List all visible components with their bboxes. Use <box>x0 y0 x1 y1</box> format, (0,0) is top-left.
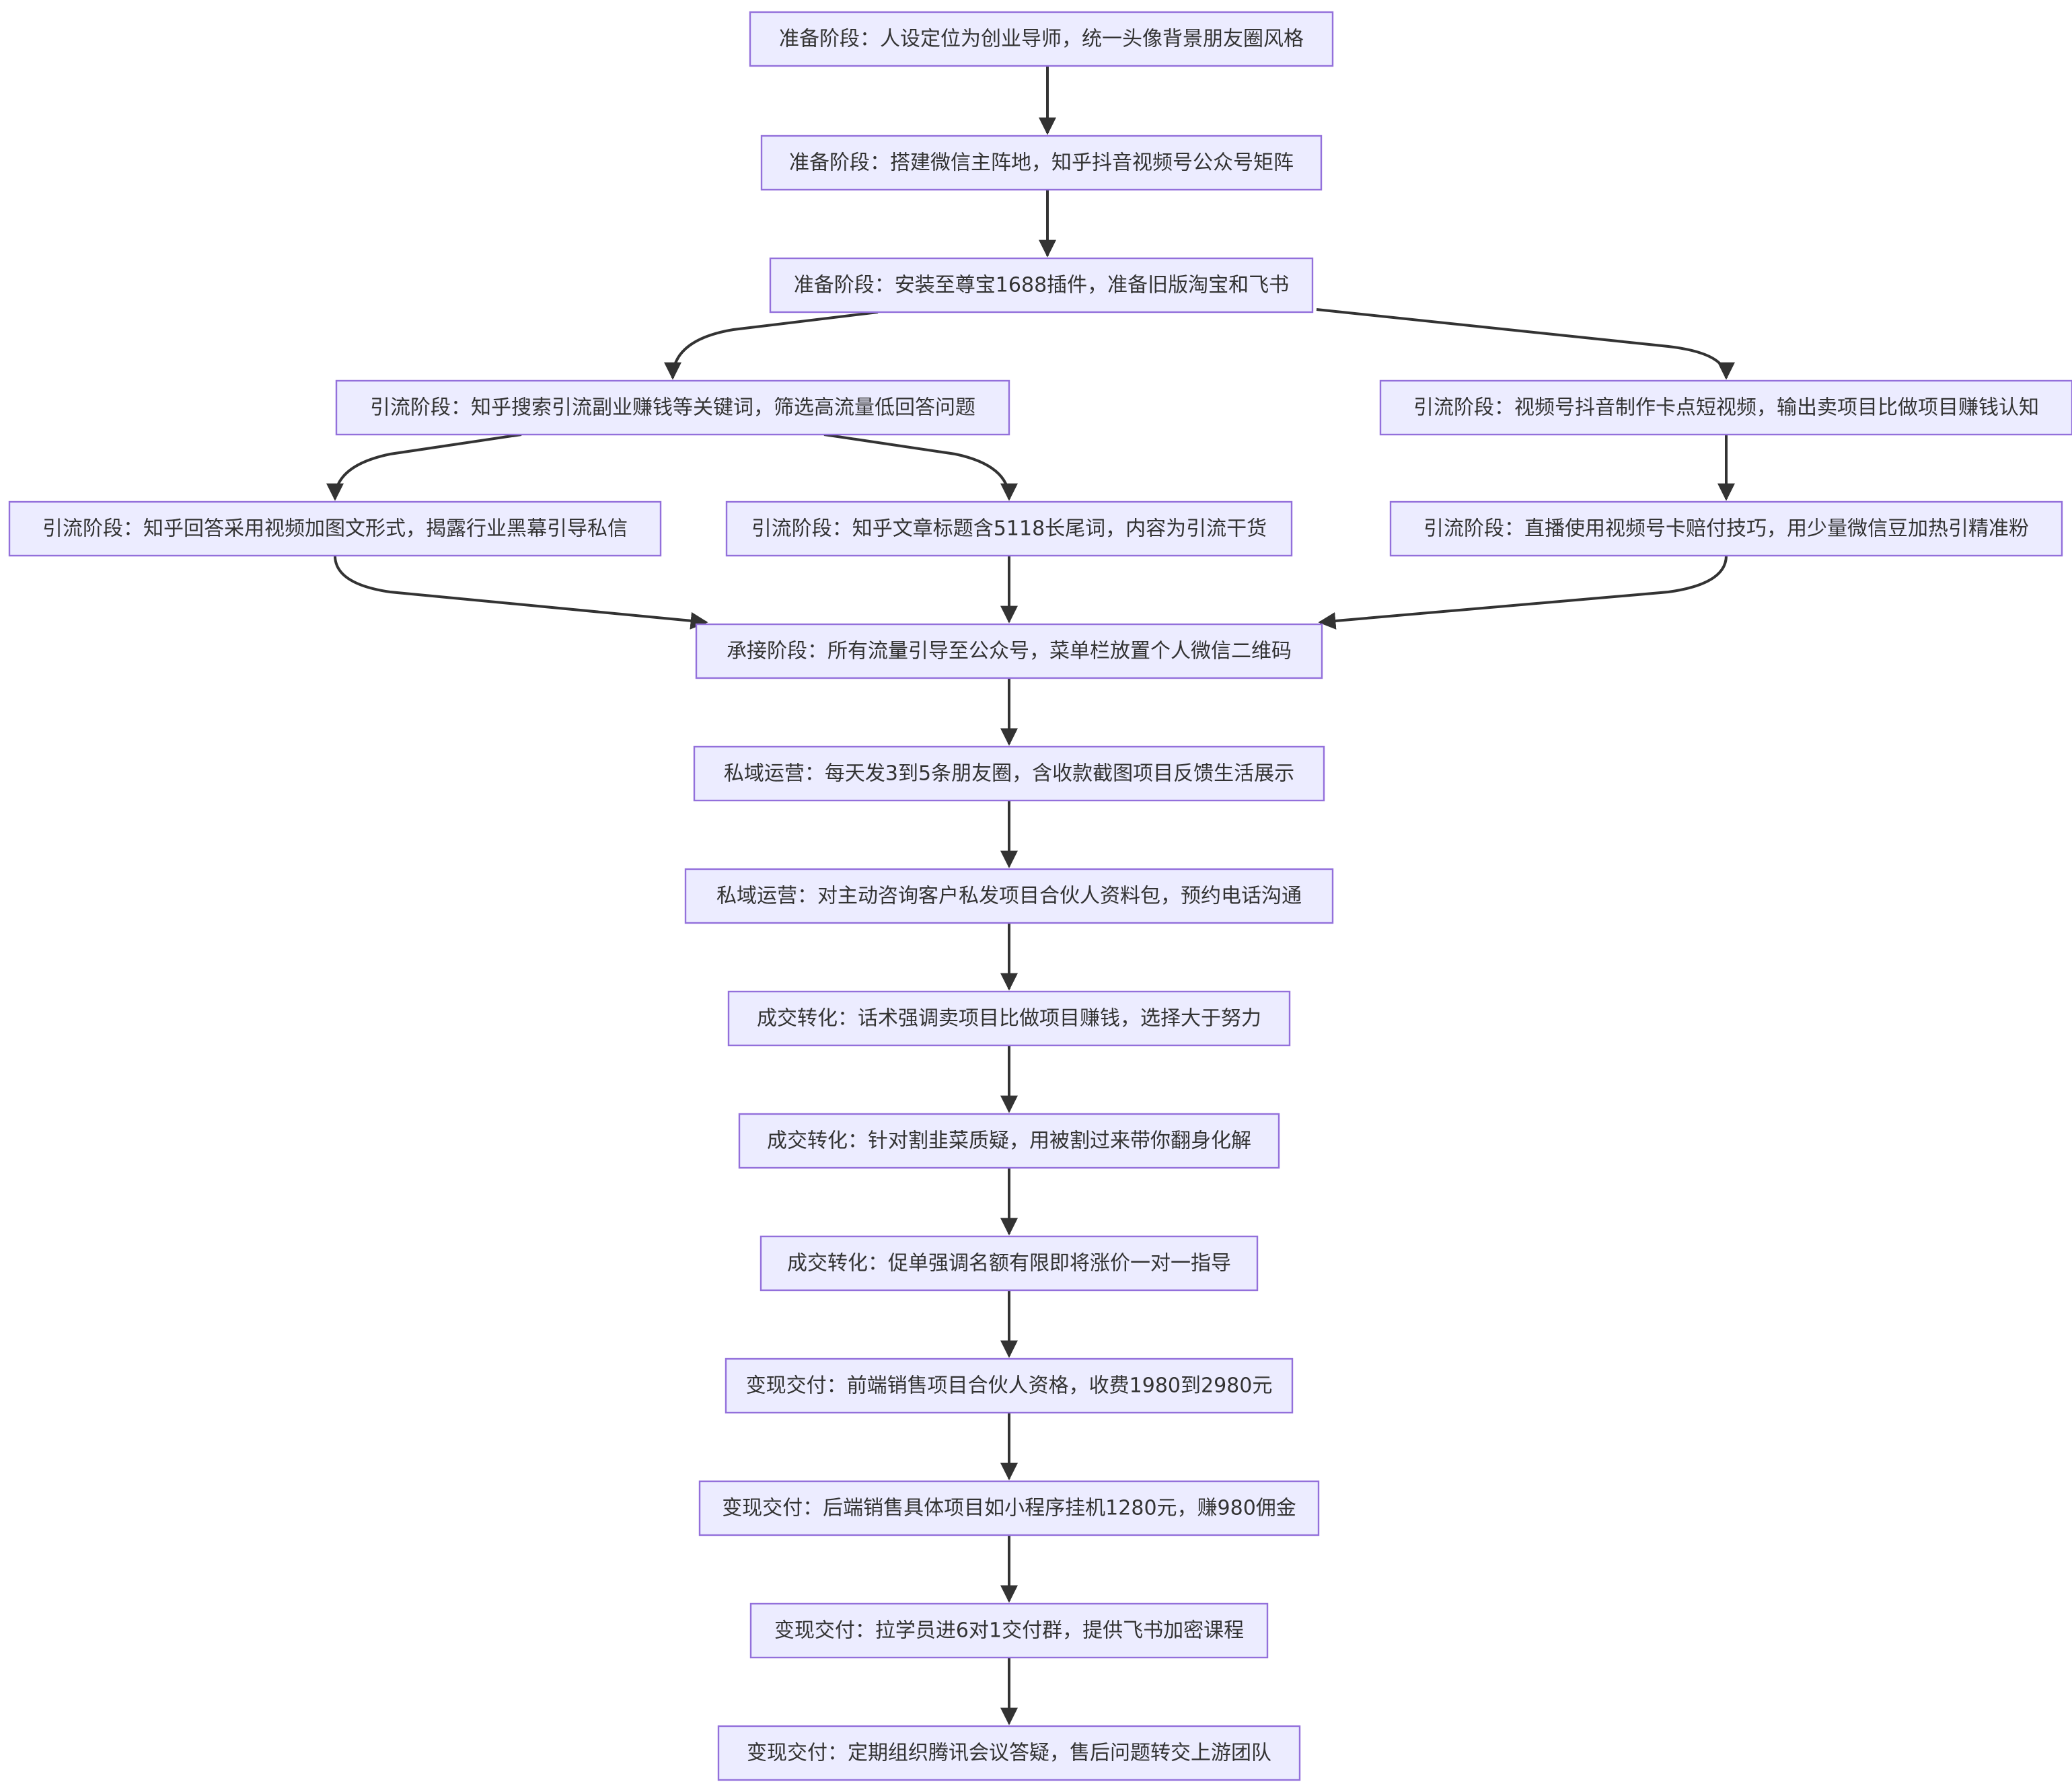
flow-node-box <box>738 1113 1280 1169</box>
flow-node-label: 引流阶段：知乎文章标题含5118长尾词，内容为引流干货 <box>751 517 1267 541</box>
flow-node-n16: 变现交付：后端销售具体项目如小程序挂机1280元，赚980佣金 <box>698 1480 1320 1536</box>
flow-node-n9: 承接阶段：所有流量引导至公众号，菜单栏放置个人微信二维码 <box>695 623 1323 679</box>
flow-node-n17: 变现交付：拉学员进6对1交付群，提供飞书加密课程 <box>749 1602 1269 1659</box>
flow-node-n12: 成交转化：话术强调卖项目比做项目赚钱，选择大于努力 <box>727 990 1291 1047</box>
flow-node-n11: 私域运营：对主动咨询客户私发项目合伙人资料包，预约电话沟通 <box>684 868 1334 924</box>
flow-node-label: 私域运营：每天发3到5条朋友圈，含收款截图项目反馈生活展示 <box>724 762 1294 786</box>
flow-node-box <box>8 500 662 557</box>
flow-node-n5: 引流阶段：视频号抖音制作卡点短视频，输出卖项目比做项目赚钱认知 <box>1379 379 2072 436</box>
flow-node-box <box>725 500 1293 557</box>
flow-node-n3: 准备阶段：安装至尊宝1688插件，准备旧版淘宝和飞书 <box>769 257 1314 313</box>
flow-node-n14: 成交转化：促单强调名额有限即将涨价一对一指导 <box>760 1235 1259 1292</box>
flow-node-n15: 变现交付：前端销售项目合伙人资格，收费1980到2980元 <box>725 1358 1294 1414</box>
flow-node-label: 准备阶段：安装至尊宝1688插件，准备旧版淘宝和飞书 <box>794 274 1289 297</box>
edge-arrow-n4-n6 <box>326 433 522 501</box>
flow-node-box <box>749 11 1334 67</box>
flow-node-label: 变现交付：前端销售项目合伙人资格，收费1980到2980元 <box>746 1374 1273 1398</box>
flow-node-label: 准备阶段：人设定位为创业导师，统一头像背景朋友圈风格 <box>779 28 1304 51</box>
flow-node-box <box>769 257 1314 313</box>
flow-node-n18: 变现交付：定期组织腾讯会议答疑，售后问题转交上游团队 <box>717 1725 1301 1781</box>
flow-node-box <box>760 1235 1259 1292</box>
flow-node-box <box>695 623 1323 679</box>
flow-node-n1: 准备阶段：人设定位为创业导师，统一头像背景朋友圈风格 <box>749 11 1334 67</box>
edges-layer <box>326 66 1735 1725</box>
flow-node-box <box>717 1725 1301 1781</box>
edge-arrow-n3-n4 <box>664 311 879 380</box>
flow-node-label: 成交转化：针对割韭菜质疑，用被割过来带你翻身化解 <box>767 1129 1251 1153</box>
flow-node-n4: 引流阶段：知乎搜索引流副业赚钱等关键词，筛选高流量低回答问题 <box>335 379 1010 436</box>
flow-node-box <box>1379 379 2072 436</box>
flow-node-label: 成交转化：话术强调卖项目比做项目赚钱，选择大于努力 <box>757 1007 1261 1031</box>
flow-node-n10: 私域运营：每天发3到5条朋友圈，含收款截图项目反馈生活展示 <box>693 745 1325 802</box>
flow-node-label: 引流阶段：知乎搜索引流副业赚钱等关键词，筛选高流量低回答问题 <box>370 396 975 420</box>
flow-node-label: 变现交付：拉学员进6对1交付群，提供飞书加密课程 <box>774 1619 1244 1643</box>
edge-arrow-n4-n7 <box>823 433 1018 501</box>
flow-node-n7: 引流阶段：知乎文章标题含5118长尾词，内容为引流干货 <box>725 500 1293 557</box>
edge-arrow-n3-n5 <box>1316 308 1735 380</box>
flow-node-n2: 准备阶段：搭建微信主阵地，知乎抖音视频号公众号矩阵 <box>760 135 1323 191</box>
flow-node-label: 引流阶段：直播使用视频号卡赔付技巧，用少量微信豆加热引精准粉 <box>1423 517 2029 541</box>
flow-node-n6: 引流阶段：知乎回答采用视频加图文形式，揭露行业黑幕引导私信 <box>8 500 662 557</box>
flow-node-label: 承接阶段：所有流量引导至公众号，菜单栏放置个人微信二维码 <box>727 640 1292 663</box>
flow-node-box <box>698 1480 1320 1536</box>
flow-node-box <box>1389 500 2063 557</box>
flow-node-n13: 成交转化：针对割韭菜质疑，用被割过来带你翻身化解 <box>738 1113 1280 1169</box>
flow-node-label: 准备阶段：搭建微信主阵地，知乎抖音视频号公众号矩阵 <box>789 151 1294 175</box>
flow-node-box <box>760 135 1323 191</box>
flow-node-box <box>693 745 1325 802</box>
flow-node-label: 私域运营：对主动咨询客户私发项目合伙人资料包，预约电话沟通 <box>716 885 1302 908</box>
flow-node-n8: 引流阶段：直播使用视频号卡赔付技巧，用少量微信豆加热引精准粉 <box>1389 500 2063 557</box>
flow-node-box <box>684 868 1334 924</box>
flow-node-label: 引流阶段：视频号抖音制作卡点短视频，输出卖项目比做项目赚钱认知 <box>1413 396 2039 420</box>
flow-node-box <box>749 1602 1269 1659</box>
flow-node-label: 变现交付：定期组织腾讯会议答疑，售后问题转交上游团队 <box>747 1742 1271 1765</box>
flow-node-label: 引流阶段：知乎回答采用视频加图文形式，揭露行业黑幕引导私信 <box>42 517 628 541</box>
flow-node-label: 成交转化：促单强调名额有限即将涨价一对一指导 <box>787 1252 1231 1275</box>
flow-node-label: 变现交付：后端销售具体项目如小程序挂机1280元，赚980佣金 <box>722 1497 1296 1520</box>
nodes-layer: 准备阶段：人设定位为创业导师，统一头像背景朋友圈风格准备阶段：搭建微信主阵地，知… <box>8 11 2072 1781</box>
flow-node-box <box>725 1358 1294 1414</box>
edge-arrow-n6-n9 <box>334 555 708 630</box>
edge-arrow-n8-n9 <box>1318 555 1728 630</box>
flow-node-box <box>335 379 1010 436</box>
flow-node-box <box>727 990 1291 1047</box>
